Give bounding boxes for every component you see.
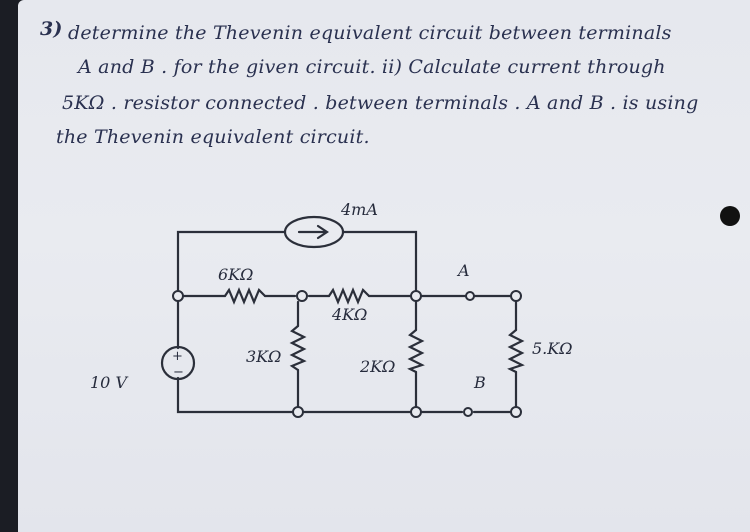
left-wire	[176, 300, 302, 414]
notebook-page: 3) determine the Thevenin equivalent cir…	[18, 0, 750, 532]
circuit-nodes	[172, 290, 522, 418]
problem-line-1: determine the Thevenin equivalent circui…	[68, 22, 672, 44]
label-4k: 4KΩ	[331, 305, 367, 324]
resistor-3k	[289, 324, 307, 372]
minus-sign: −	[173, 365, 184, 380]
ink-dot	[720, 206, 740, 226]
plus-sign: +	[172, 349, 183, 364]
label-3k: 3KΩ	[246, 347, 281, 366]
current-source	[283, 215, 345, 249]
terminal-wires	[420, 294, 518, 414]
label-2k: 2KΩ	[359, 357, 395, 376]
top-wire	[176, 230, 418, 298]
problem-line-3: 5KΩ . resistor connected . between termi…	[62, 92, 699, 114]
node-bottom-right	[410, 406, 422, 418]
label-current-source: 4mA	[340, 200, 378, 219]
circuit-diagram: 4mA 6KΩ 4KΩ + − 10 V 3KΩ 2KΩ 5.KΩ A B	[90, 200, 572, 418]
wire-2k	[414, 300, 464, 414]
resistor-5k	[507, 328, 525, 374]
label-5k: 5.KΩ	[532, 339, 572, 358]
problem-line-4: the Thevenin equivalent circuit.	[56, 126, 370, 148]
node-mid	[296, 290, 308, 302]
question-number: 3)	[40, 18, 63, 40]
node-load-top	[510, 290, 522, 302]
wire-3k	[296, 300, 412, 414]
node-load-bottom	[510, 406, 522, 418]
label-10v: 10 V	[90, 373, 128, 392]
label-6k: 6KΩ	[218, 265, 253, 284]
node-bottom-mid	[292, 406, 304, 418]
problem-line-2: A and B . for the given circuit. ii) Cal…	[78, 56, 666, 78]
terminal-a-node	[465, 291, 475, 301]
node-right	[410, 290, 422, 302]
voltage-source	[160, 345, 196, 381]
label-terminal-a: A	[456, 261, 470, 280]
node-left	[172, 290, 184, 302]
label-terminal-b: B	[473, 373, 486, 392]
terminal-b-node	[463, 407, 473, 417]
resistor-6k	[223, 287, 267, 305]
resistor-2k	[407, 328, 425, 374]
resistor-4k	[327, 287, 371, 305]
